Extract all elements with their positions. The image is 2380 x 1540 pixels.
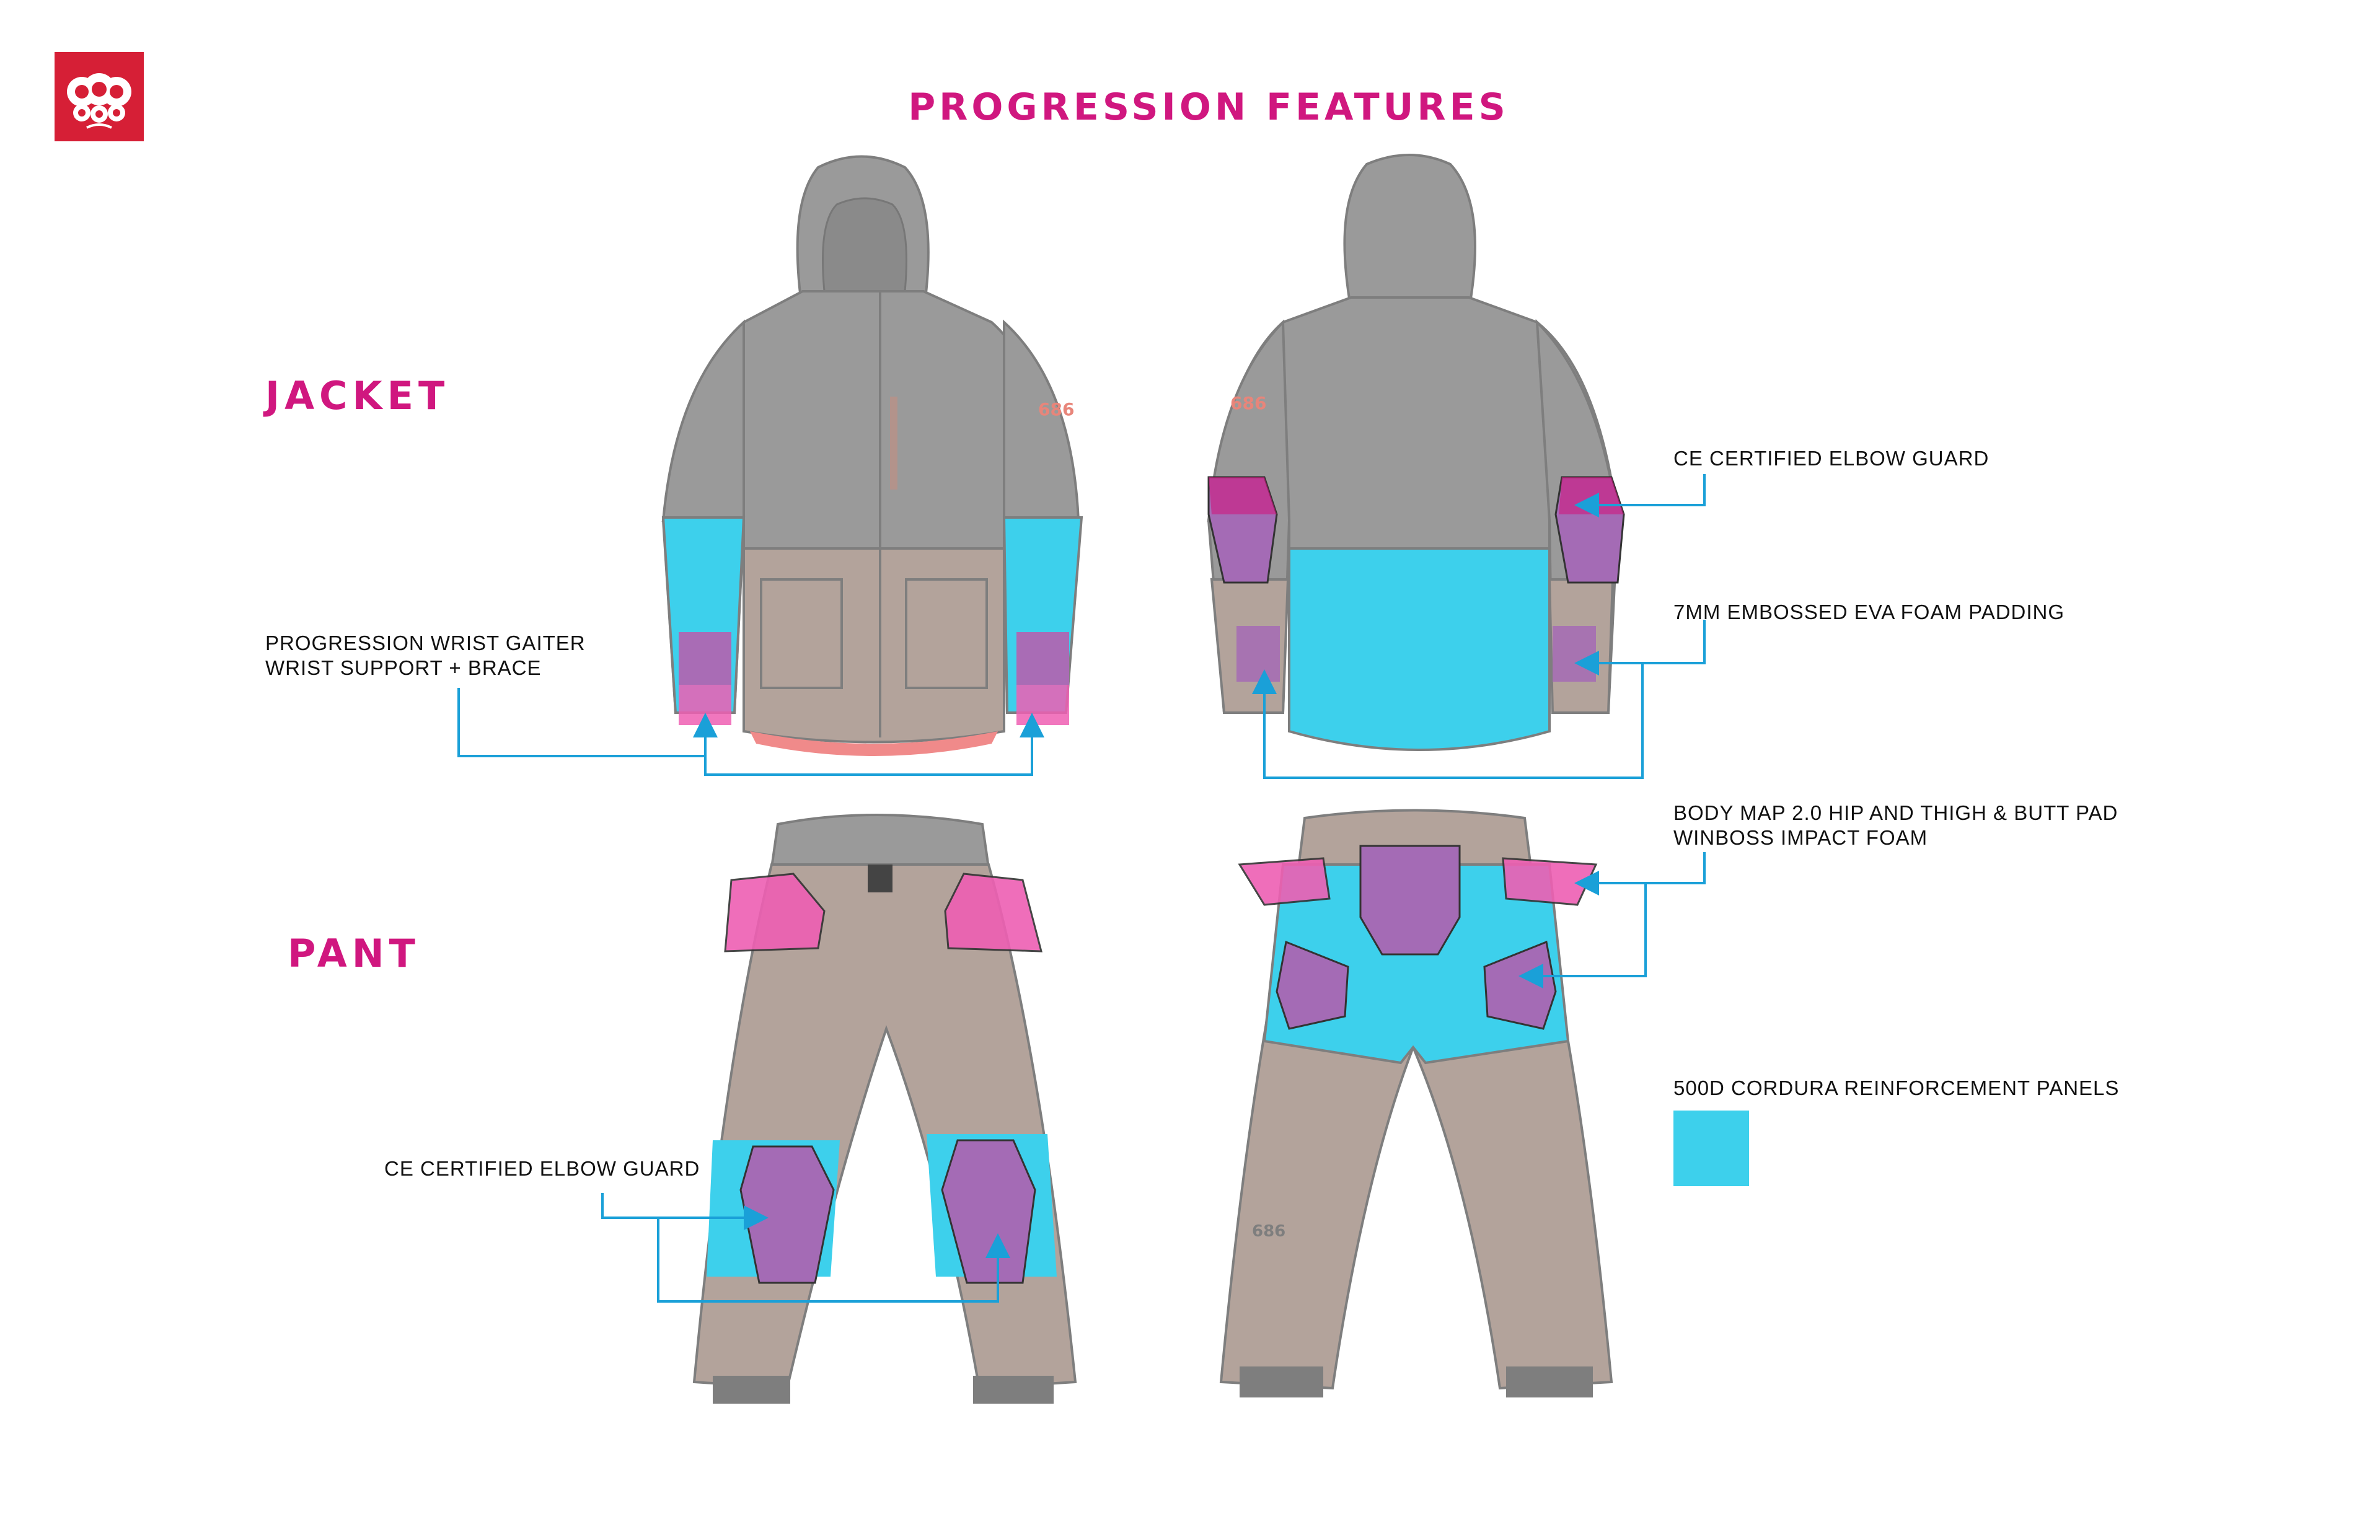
callout-body-map-line1: BODY MAP 2.0 HIP AND THIGH & BUTT PAD [1673,801,2118,824]
legend-cordura-label: 500D CORDURA REINFORCEMENT PANELS [1673,1076,2120,1099]
callout-wrist-gaiter: PROGRESSION WRIST GAITER WRIST SUPPORT +… [265,631,586,680]
callout-body-map: BODY MAP 2.0 HIP AND THIGH & BUTT PAD WI… [1673,801,2118,850]
svg-text:686: 686 [1252,1222,1285,1241]
jacket-front: 686 [661,155,1083,756]
svg-text:686: 686 [1230,393,1266,413]
svg-text:686: 686 [1038,399,1074,420]
callout-wrist-gaiter-line1: PROGRESSION WRIST GAITER [265,631,586,654]
section-label-jacket: JACKET [265,373,450,418]
section-label-pant: PANT [288,931,420,976]
legend-cordura-swatch [1673,1111,1749,1186]
callout-pant-knee-guard: CE CERTIFIED ELBOW GUARD [384,1157,700,1180]
pant-back: 686 [1219,809,1613,1397]
callout-jacket-elbow-guard: CE CERTIFIED ELBOW GUARD [1673,447,1990,470]
callout-wrist-gaiter-line2: WRIST SUPPORT + BRACE [265,656,542,679]
page-title: PROGRESSION FEATURES [908,86,1509,129]
pant-front [692,814,1077,1404]
callout-eva-padding: 7MM EMBOSSED EVA FOAM PADDING [1673,601,2065,623]
brand-logo [55,52,144,141]
callout-body-map-line2: WINBOSS IMPACT FOAM [1673,826,1928,849]
686-logo-icon [67,73,131,129]
jacket-back: 686 [1207,154,1625,751]
callout-lines [457,474,1706,1303]
